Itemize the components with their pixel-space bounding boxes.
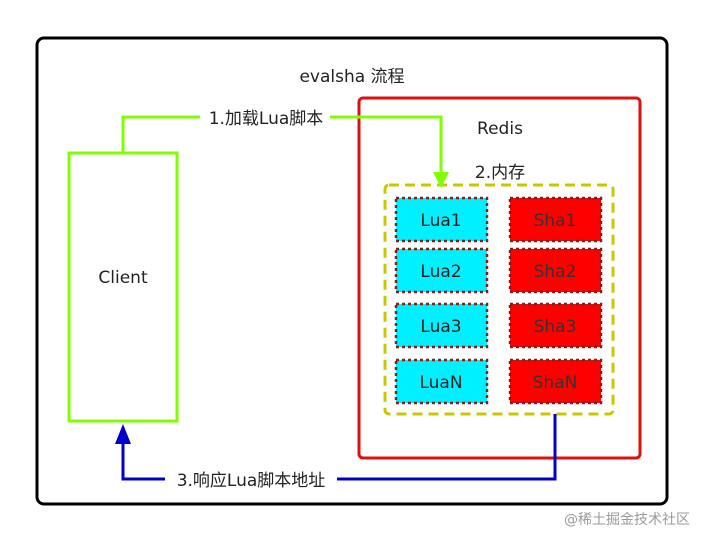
lua-cell-label: LuaN [419,373,462,393]
load-script-arrowhead [433,172,449,188]
sha-cell-label: Sha1 [534,211,577,231]
watermark: @稀土掘金技术社区 [564,512,690,528]
step1-label-bg [200,106,330,130]
lua-cell-label: Lua3 [420,317,461,337]
sha-cell: Sha2 [508,247,603,294]
sha-cell-label: Sha2 [534,262,577,282]
response-arrowhead [115,424,131,444]
sha-cell: Sha3 [508,302,603,349]
memory-label: 2.内存 [475,163,525,183]
step3-label: 3.响应Lua脚本地址 [177,471,326,491]
redis-label: Redis [477,119,523,139]
sha-cell: ShaN [508,358,603,405]
sha-cell: Sha1 [508,196,603,243]
memory-region [383,183,615,416]
step1-label: 1.加载Lua脚本 [209,109,324,129]
response-connector [121,414,557,481]
sha-cell-label: ShaN [533,373,578,393]
lua-cell: Lua2 [394,247,489,294]
lua-cell: Lua3 [394,302,489,349]
lua-cell: LuaN [394,358,489,405]
sha-cell-label: Sha3 [534,317,577,337]
client-box [67,151,179,423]
lua-cell-label: Lua1 [420,211,461,231]
client-label: Client [98,268,148,288]
diagram-title: evalsha 流程 [299,67,404,87]
lua-cell: Lua1 [394,196,489,243]
step3-label-bg [165,467,337,491]
lua-cell-label: Lua2 [420,262,461,282]
